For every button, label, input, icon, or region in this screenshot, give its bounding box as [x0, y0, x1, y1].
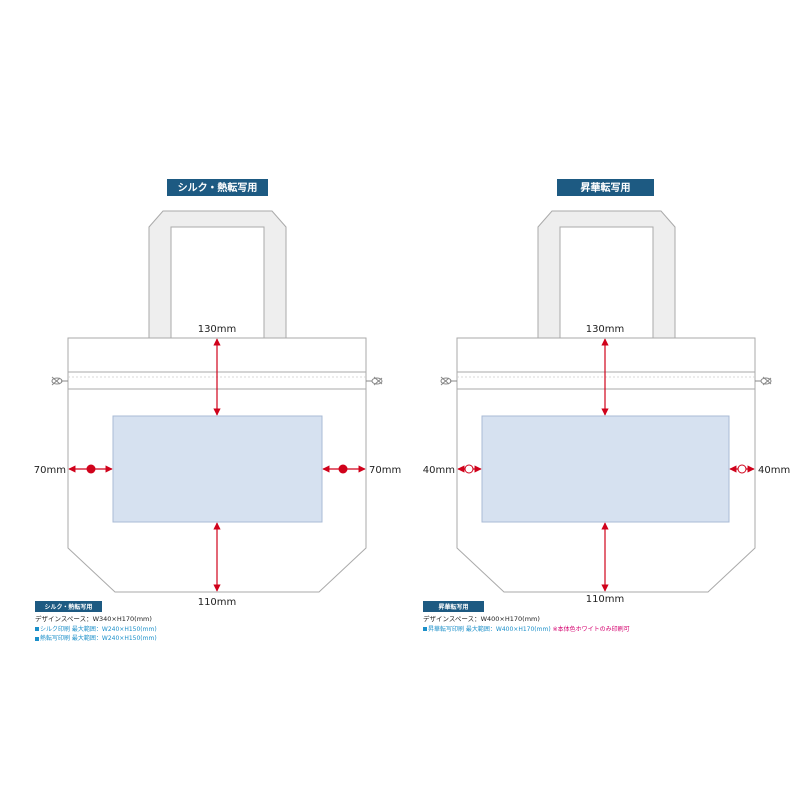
left-header-text: シルク・熱転写用 [178, 181, 258, 194]
bullet-square-icon [423, 627, 427, 631]
right-bag-hem [456, 371, 756, 390]
left-drawstring-toggle-left [51, 376, 68, 386]
right-header-badge [557, 179, 654, 196]
left-note-badge-text: シルク・熱転写用 [45, 603, 93, 611]
left-transfer-note-text: 熱転写印刷 最大範囲：W240×H150(mm) [40, 635, 157, 642]
right-design-space-note: デザインスペース：W400×H170(mm) [423, 615, 540, 623]
left-grommet-right [338, 464, 348, 474]
right-dim-left-label: 40mm [423, 465, 455, 476]
left-bag-diagram: シルク・熱転写用 130mm 1 [34, 179, 401, 612]
right-bag-diagram: 昇華転写用 130mm 110mm 40mm 40mm 昇華転写用 [423, 179, 790, 612]
right-handle-outer [537, 210, 676, 339]
right-dim-top-label: 130mm [586, 324, 625, 335]
right-sublimation-note: 昇華転写印刷 最大範囲：W400×H170(mm) ※本体色ホワイトのみ印刷可 [423, 625, 630, 635]
right-print-area [481, 415, 730, 523]
right-sublimation-note-text: 昇華転写印刷 最大範囲：W400×H170(mm) [428, 625, 551, 633]
left-dim-bottom-label: 110mm [198, 597, 237, 608]
left-dim-top-label: 130mm [198, 324, 237, 335]
left-grommet-left [86, 464, 96, 474]
left-note-badge [35, 601, 102, 612]
left-silk-note: シルク印刷 最大範囲：W240×H150(mm) [35, 625, 157, 635]
right-note-badge [423, 601, 484, 612]
right-header-text: 昇華転写用 [581, 181, 631, 194]
left-drawstring-toggle-right [366, 376, 383, 386]
left-design-space-note: デザインスペース：W340×H170(mm) [35, 615, 152, 623]
right-notes: デザインスペース：W400×H170(mm) 昇華転写印刷 最大範囲：W400×… [423, 615, 630, 634]
right-grommet-left [464, 464, 474, 474]
left-print-area [112, 415, 323, 523]
left-silk-note-text: シルク印刷 最大範囲：W240×H150(mm) [40, 625, 157, 633]
right-drawstring-toggle-left [440, 376, 457, 386]
right-dim-bottom-label: 110mm [586, 594, 625, 605]
left-notes: デザインスペース：W340×H170(mm) シルク印刷 最大範囲：W240×H… [35, 615, 157, 644]
right-note-badge-text: 昇華転写用 [438, 603, 468, 611]
bullet-square-icon [35, 636, 39, 641]
right-grommet-right [737, 464, 747, 474]
right-warning-note-text: ※本体色ホワイトのみ印刷可 [552, 625, 630, 633]
left-dim-left-label: 70mm [34, 465, 66, 476]
right-dim-right-label: 40mm [758, 465, 790, 476]
bullet-square-icon [35, 627, 39, 631]
right-drawstring-toggle-right [755, 376, 772, 386]
left-transfer-note: 熱転写印刷 最大範囲：W240×H150(mm) [35, 634, 157, 644]
left-dim-right-label: 70mm [369, 465, 401, 476]
left-handle-outer [148, 210, 287, 339]
left-header-badge [167, 179, 268, 196]
